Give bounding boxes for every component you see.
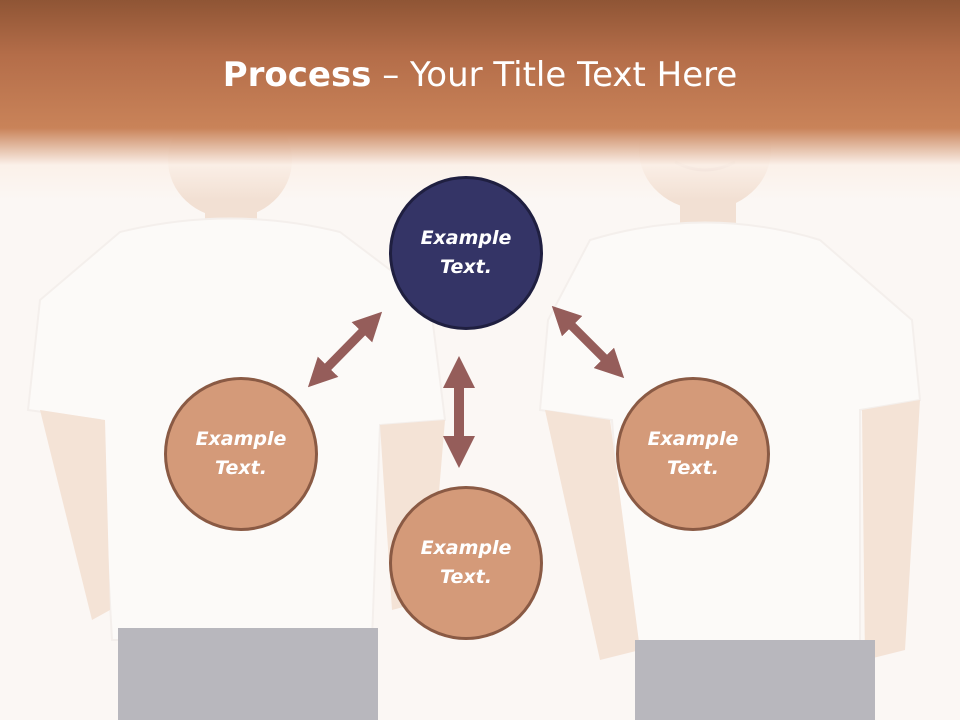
double-arrow-top-right xyxy=(551,305,625,379)
title-banner xyxy=(0,0,960,200)
slide-title: Process – Your Title Text Here xyxy=(0,54,960,96)
title-bold: Process xyxy=(222,55,372,95)
double-arrow-top-left xyxy=(307,311,383,388)
title-rest: – Your Title Text Here xyxy=(371,55,738,95)
